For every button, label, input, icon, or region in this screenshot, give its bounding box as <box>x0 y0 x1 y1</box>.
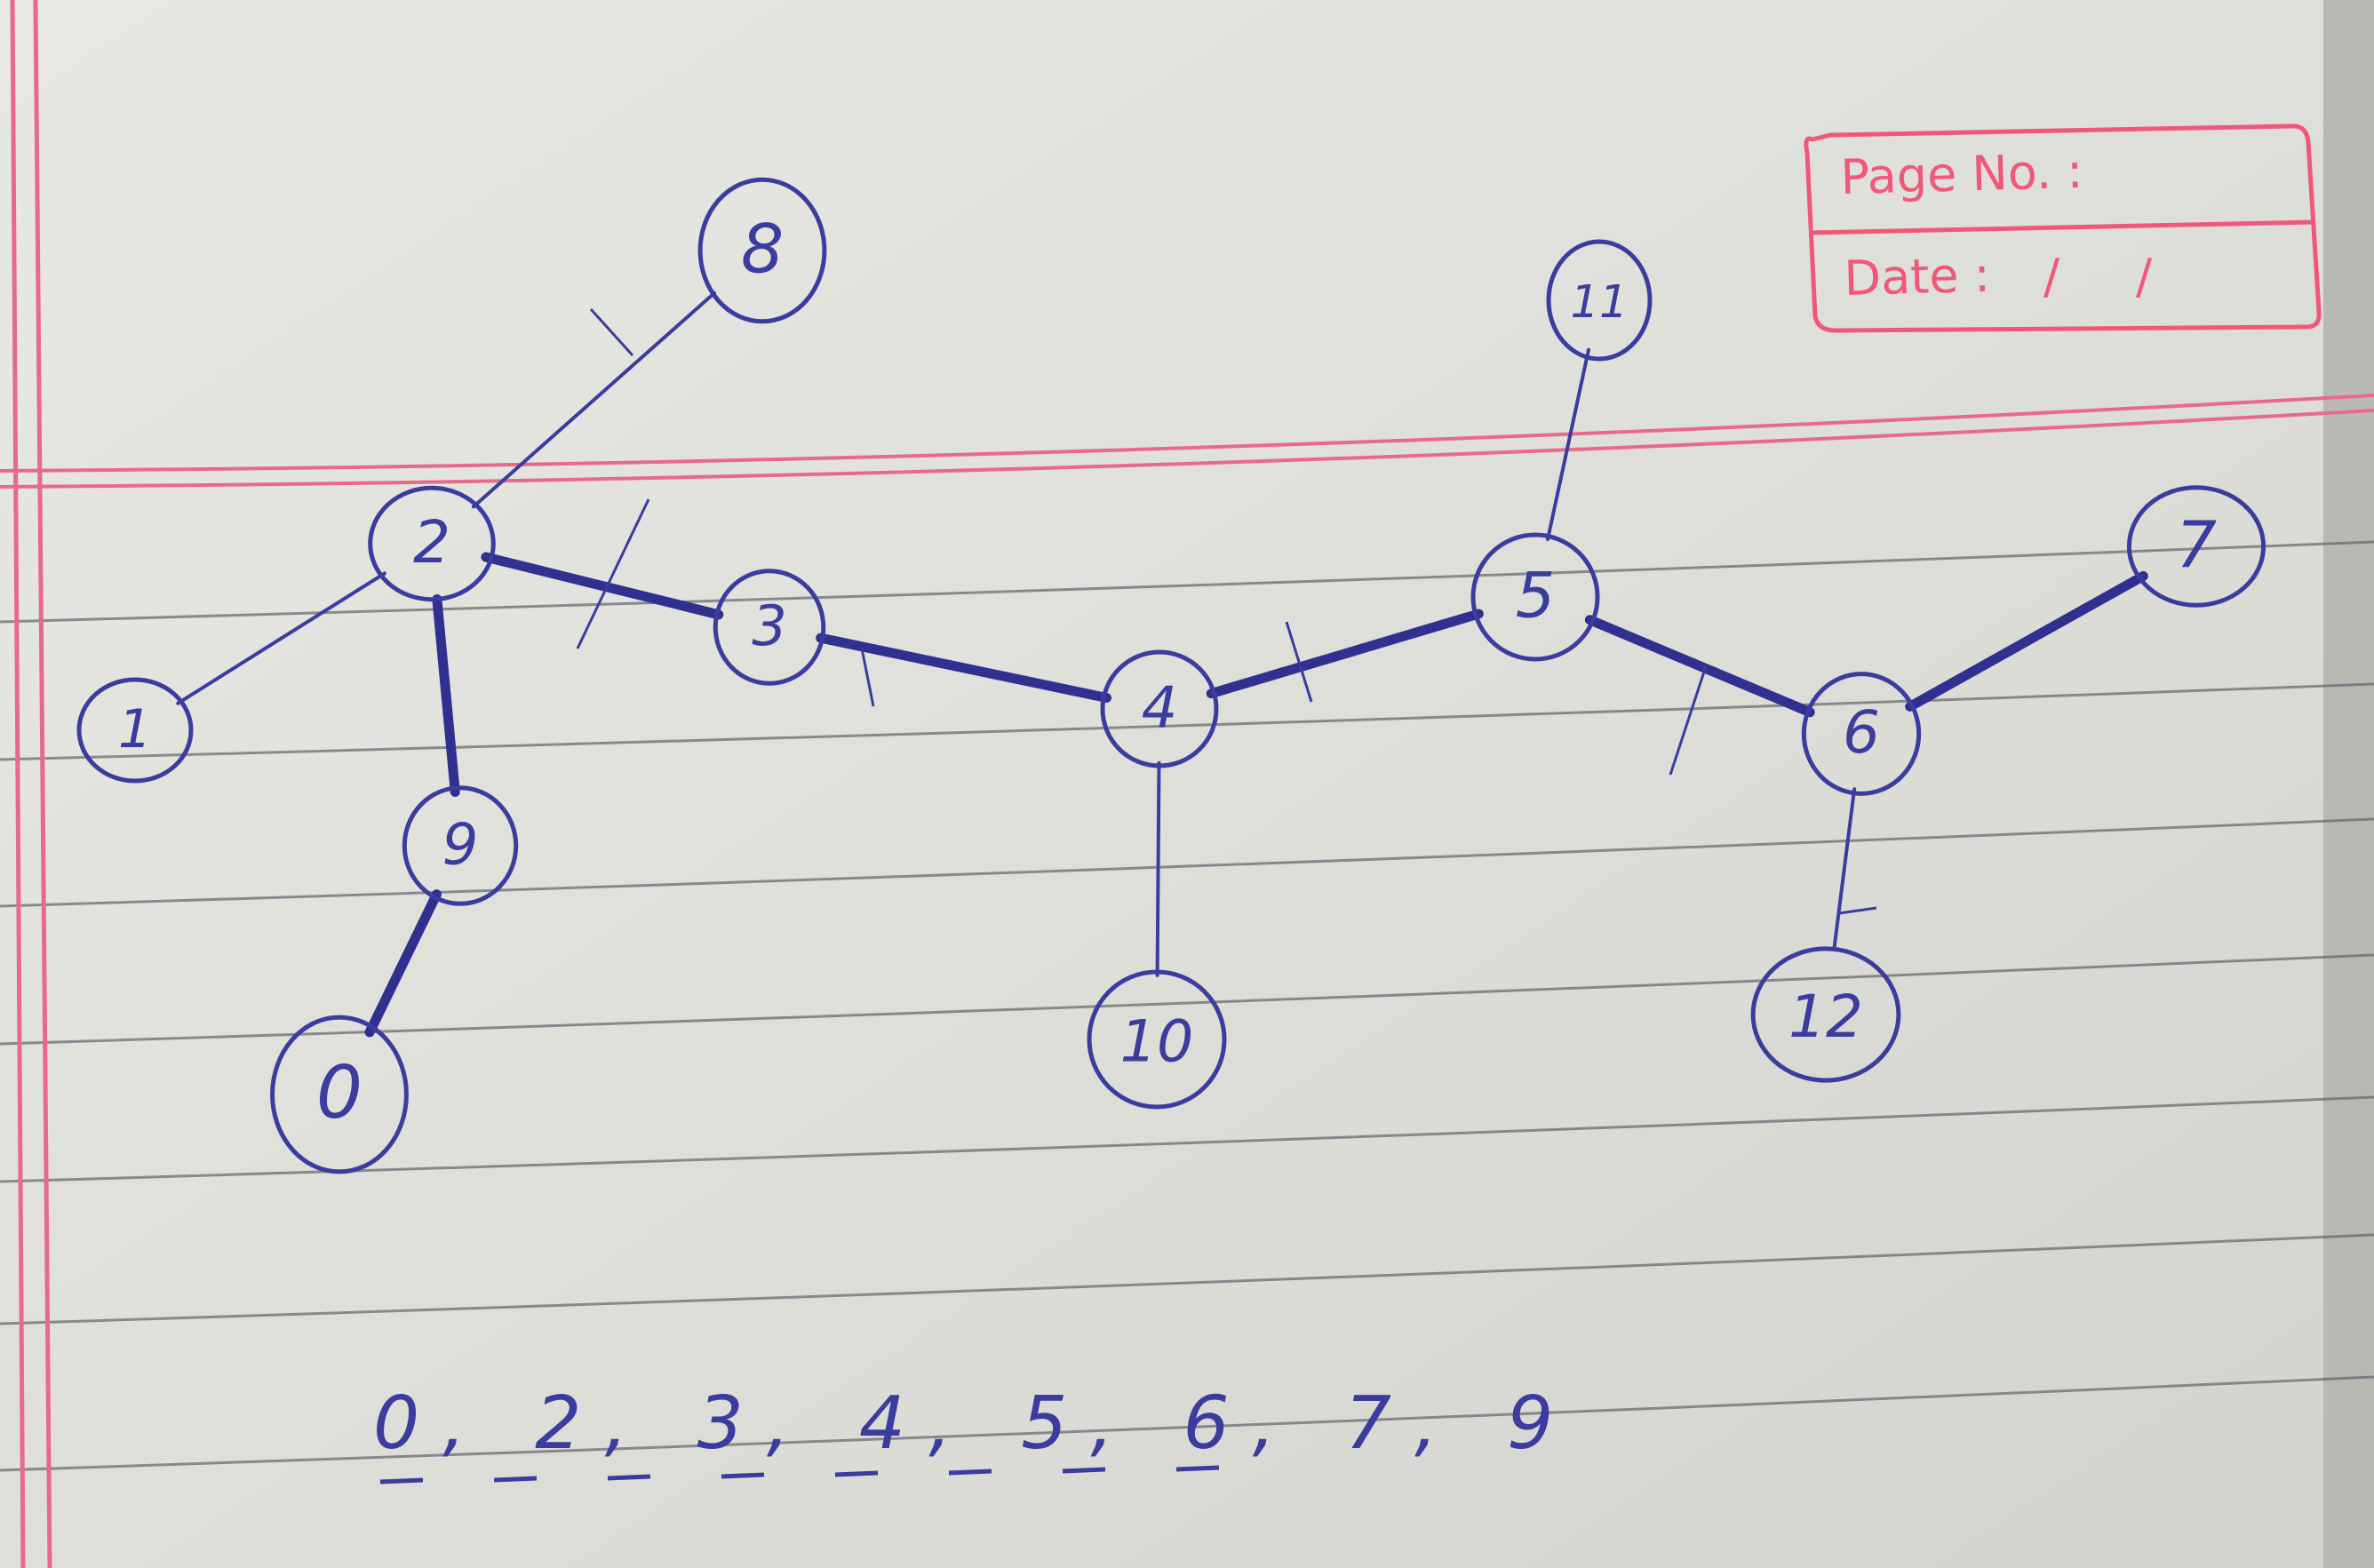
edge-n2-n8 <box>471 291 716 509</box>
date-separators: / / <box>2043 249 2153 305</box>
node-circle <box>1087 969 1227 1110</box>
edge-n6-n7 <box>1905 570 2148 712</box>
node-label: 2 <box>413 508 450 577</box>
node-label: 12 <box>1788 983 1863 1051</box>
edge-n5-n6 <box>1584 615 1815 718</box>
ruled-line <box>0 817 2374 908</box>
node-label: 7 <box>2176 507 2217 582</box>
edge-n2-n3 <box>481 552 724 620</box>
node-5: 5 <box>1470 532 1600 662</box>
node-8: 8 <box>697 177 827 324</box>
path-sequence: 0, 2, 3, 4, 5, 6, 7, 9 <box>373 1381 1576 1484</box>
sequence-underline <box>948 1469 992 1476</box>
edge-n4-n10 <box>1155 760 1161 977</box>
edge-n9-n0 <box>364 889 442 1038</box>
node-label: 5 <box>1516 559 1556 632</box>
node-label: 3 <box>752 593 786 658</box>
edge-tick-marks <box>576 307 1877 915</box>
node-label: 6 <box>1843 698 1880 767</box>
node-circle <box>1750 946 1901 1083</box>
sequence-underline <box>379 1477 424 1484</box>
ruled-line <box>0 1375 2374 1472</box>
node-circle <box>402 785 519 906</box>
ruled-line <box>0 682 2374 761</box>
node-circle <box>368 485 496 602</box>
header-box: Page No. : Date : / / <box>1804 123 2322 333</box>
node-7: 7 <box>2126 485 2266 608</box>
page-no-label: Page No. : <box>1840 143 2083 205</box>
node-label: 0 <box>316 1051 362 1135</box>
path-sequence-text: 0, 2, 3, 4, 5, 6, 7, 9 <box>373 1381 1576 1466</box>
node-circle <box>76 677 194 784</box>
node-circle <box>1546 239 1653 362</box>
node-circle <box>270 1015 409 1174</box>
node-circle <box>2126 485 2266 608</box>
top-margin-line <box>0 394 2374 489</box>
node-circle <box>713 569 826 686</box>
sequence-underline <box>721 1472 765 1479</box>
left-margin-line <box>10 0 52 1568</box>
node-label: 4 <box>1142 675 1178 741</box>
edge-n2-n9 <box>432 593 460 797</box>
edge-n5-n11 <box>1546 347 1590 541</box>
edge-n6-n12 <box>1832 787 1857 951</box>
node-label: 11 <box>1571 276 1629 329</box>
node-10: 10 <box>1087 969 1227 1110</box>
edge-n3-n4 <box>816 633 1111 704</box>
node-1: 1 <box>76 677 194 784</box>
ruled-line <box>0 1233 2374 1325</box>
sequence-underline <box>1175 1465 1220 1472</box>
node-label: 9 <box>442 812 479 878</box>
edge-n2-n1 <box>176 571 386 705</box>
node-12: 12 <box>1750 946 1901 1083</box>
date-label: Date : <box>1844 247 1991 306</box>
node-2: 2 <box>368 485 496 602</box>
node-4: 4 <box>1100 649 1219 768</box>
node-6: 6 <box>1801 672 1922 796</box>
ruled-line <box>0 540 2374 624</box>
node-11: 11 <box>1546 239 1653 362</box>
sequence-underline <box>493 1476 538 1483</box>
sequence-underlines <box>379 1465 1220 1484</box>
node-9: 9 <box>402 785 519 906</box>
node-circle <box>1801 672 1922 796</box>
ruled-line <box>0 1095 2374 1183</box>
node-circle <box>1470 532 1600 662</box>
node-label: 8 <box>741 209 784 288</box>
node-circle <box>1100 649 1219 768</box>
node-3: 3 <box>713 569 826 686</box>
sequence-underline <box>1062 1467 1106 1474</box>
node-0: 0 <box>270 1015 409 1174</box>
node-label: 10 <box>1120 1008 1194 1075</box>
edge-n4-n5 <box>1206 609 1484 699</box>
sequence-underline <box>607 1474 651 1481</box>
node-label: 1 <box>118 698 152 760</box>
sequence-underline <box>834 1470 879 1477</box>
node-circle <box>697 177 827 324</box>
graph-edges <box>176 291 2148 1038</box>
page-edge-shadow <box>2323 0 2374 1568</box>
